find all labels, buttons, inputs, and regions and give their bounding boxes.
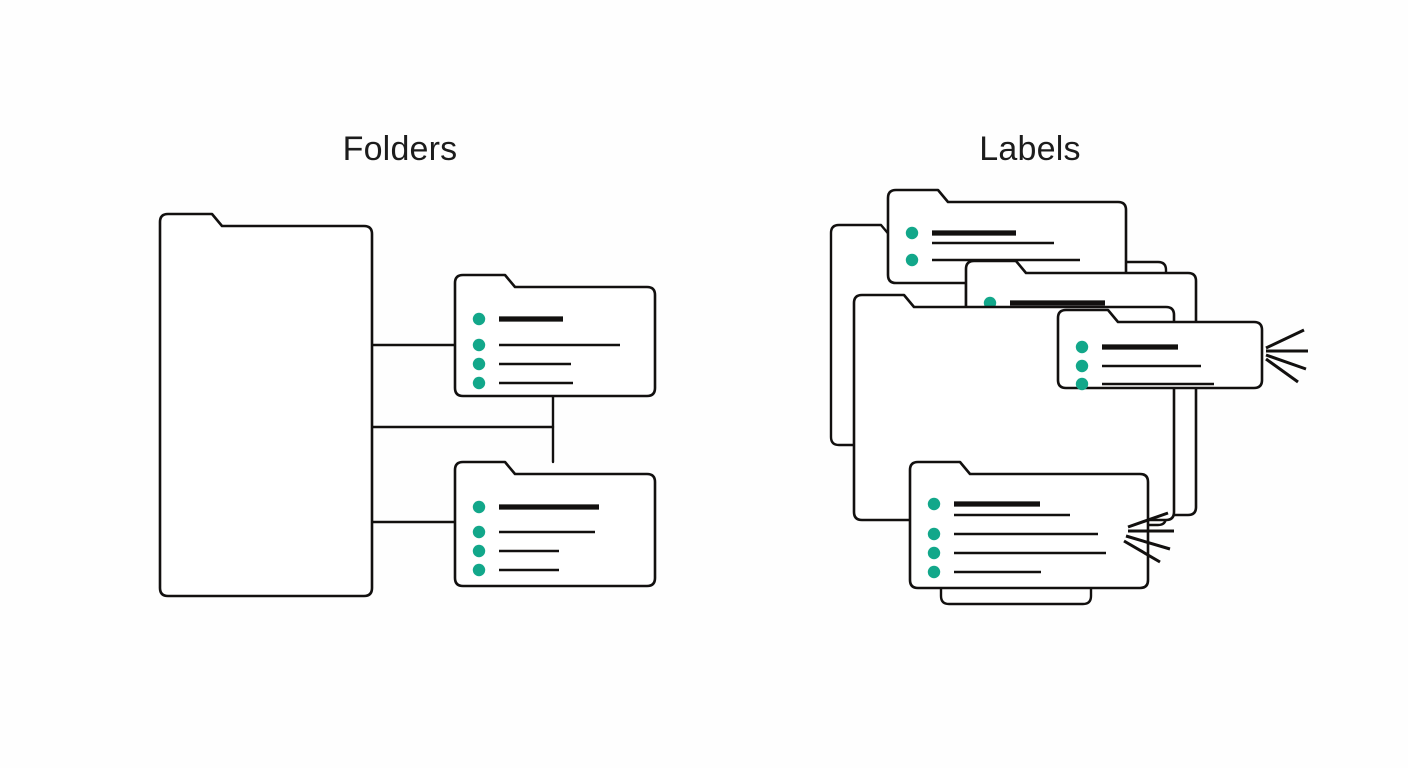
folders-group	[158, 212, 657, 598]
label-folder-4-dot-3	[1075, 377, 1089, 391]
sparkle-right-icon	[1265, 328, 1308, 384]
sparkle-group	[1123, 328, 1308, 564]
label-folder-5-dot-4	[927, 546, 941, 560]
folder-connectors	[370, 343, 555, 524]
label-folder-5-dot-1	[927, 497, 941, 511]
child-folder-bottom[interactable]	[453, 460, 657, 588]
child-folder-top-dot-4	[472, 376, 486, 390]
sparkle-bottom-icon	[1123, 511, 1174, 564]
label-folder-1[interactable]	[886, 188, 1128, 285]
labels-group	[852, 188, 1264, 590]
sparkle-bottom-ray-3	[1125, 534, 1171, 551]
child-folder-bottom-dot-3	[472, 544, 486, 558]
child-folder-top-dot-3	[472, 357, 486, 371]
sparkle-right-ray-1	[1265, 328, 1305, 350]
sparkle-right-ray-3	[1265, 353, 1307, 371]
label-folder-5-dot-5	[927, 565, 941, 579]
sparkle-bottom-ray-1	[1127, 511, 1169, 529]
labels-title: Labels	[979, 130, 1081, 168]
child-folder-top-outline	[453, 273, 657, 398]
sparkle-right-ray-4	[1265, 357, 1299, 384]
label-folder-1-dot-1	[905, 226, 919, 240]
label-folder-5-dot-3	[927, 527, 941, 541]
sparkle-bottom-ray-4	[1123, 539, 1161, 564]
label-folder-5-outline	[908, 460, 1150, 590]
label-folder-5[interactable]	[908, 460, 1150, 590]
child-folder-top-dot-1	[472, 312, 486, 326]
parent-folder-outline	[158, 212, 374, 598]
child-folder-top-dot-2	[472, 338, 486, 352]
label-folder-4[interactable]	[1056, 308, 1264, 391]
child-folder-bottom-dot-4	[472, 563, 486, 577]
child-folder-bottom-dot-1	[472, 500, 486, 514]
label-folder-1-dot-3	[905, 253, 919, 267]
label-folder-4-dot-1	[1075, 340, 1089, 354]
child-folder-bottom-outline	[453, 460, 657, 588]
child-folder-top[interactable]	[453, 273, 657, 398]
parent-folder[interactable]	[158, 212, 374, 598]
folders-title: Folders	[342, 130, 458, 168]
child-folder-bottom-dot-2	[472, 525, 486, 539]
label-folder-4-dot-2	[1075, 359, 1089, 373]
